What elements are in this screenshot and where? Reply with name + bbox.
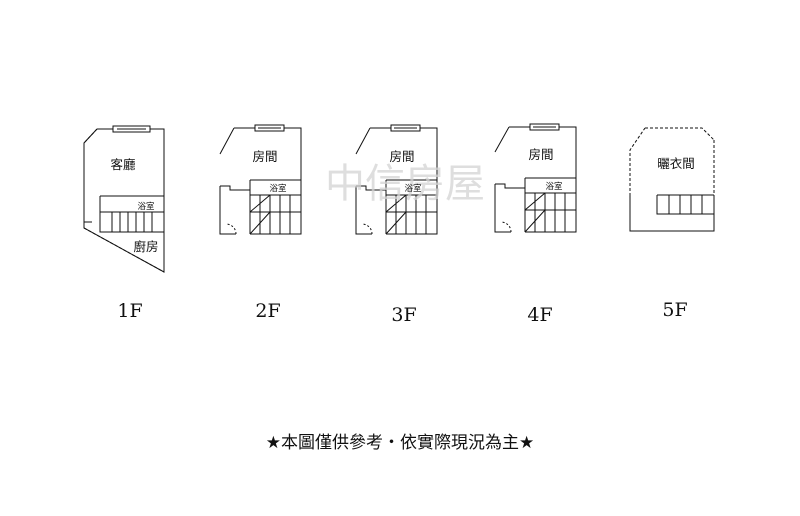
room-label-2f-room: 房間 <box>252 149 277 164</box>
floor-plan-1f <box>83 125 165 273</box>
floor-label-1f: 1F <box>117 300 142 322</box>
floor-label-2f: 2F <box>255 300 280 322</box>
floor-label-3f: 3F <box>391 304 416 326</box>
room-label-1f-bath: 浴室 <box>137 201 155 212</box>
room-label-2f-bath: 浴室 <box>269 183 287 194</box>
room-label-3f-room: 房間 <box>389 149 414 164</box>
floor-label-4f: 4F <box>527 304 552 326</box>
floor-label-5f: 5F <box>662 299 687 321</box>
watermark-text: 中信房屋 <box>325 161 485 207</box>
room-label-1f-living: 客廳 <box>110 157 136 172</box>
room-label-1f-kitchen: 廚房 <box>133 239 158 254</box>
room-label-4f-bath: 浴室 <box>545 181 563 192</box>
floor-plan-5f <box>629 127 715 232</box>
room-label-3f-bath: 浴室 <box>404 183 422 194</box>
disclaimer-note: ★本圖僅供參考・依實際現況為主★ <box>265 433 535 453</box>
room-label-4f-room: 房間 <box>528 147 553 162</box>
room-label-5f-laundry: 曬衣間 <box>657 156 695 171</box>
floor-plan-3f <box>355 124 438 235</box>
floor-plan-4f <box>494 123 577 233</box>
floor-plan-2f <box>219 124 302 235</box>
